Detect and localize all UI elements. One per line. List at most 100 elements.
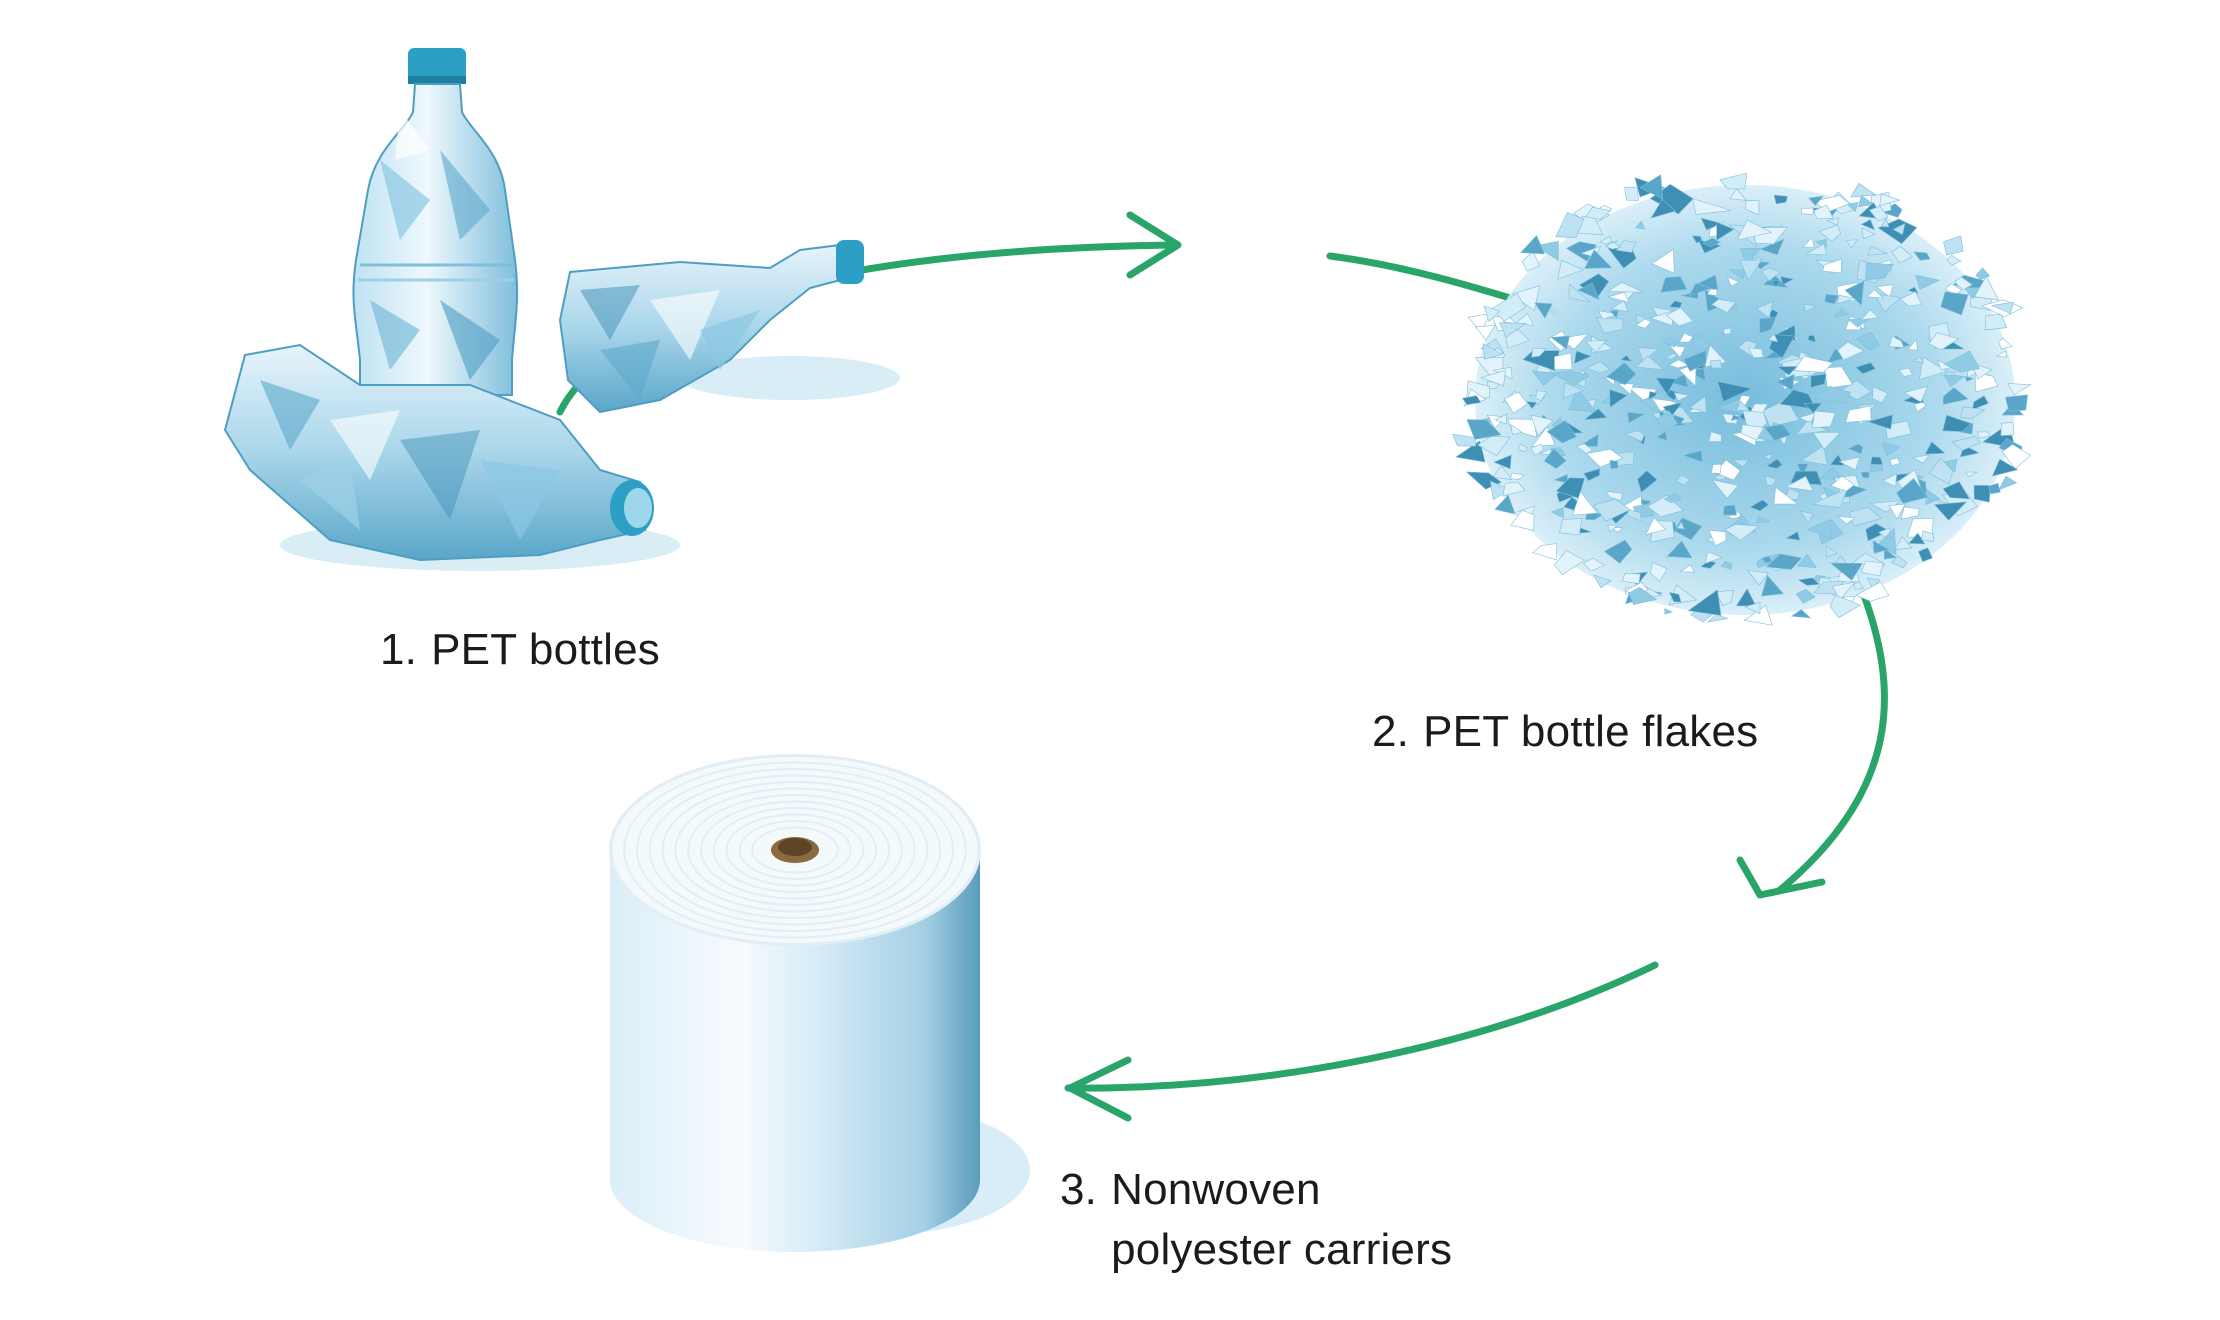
flake-piece	[1664, 608, 1674, 615]
flake-piece	[1720, 561, 1733, 570]
flake-piece	[1912, 454, 1931, 464]
flake-piece	[1837, 516, 1856, 525]
flake-piece	[1844, 280, 1865, 306]
flake-piece	[1847, 317, 1871, 328]
flake-piece	[1870, 456, 1883, 465]
flake-piece	[1722, 504, 1738, 516]
flake-piece	[1951, 436, 1982, 451]
roll-ring	[648, 774, 942, 926]
flake-piece	[1530, 414, 1554, 437]
flake-piece	[1780, 276, 1795, 286]
flake-piece	[1739, 259, 1762, 282]
flake-piece	[1819, 467, 1846, 480]
step-2-label: 2.PET bottle flakes	[1372, 702, 1758, 762]
flake-piece	[1553, 474, 1568, 484]
flake-piece	[1749, 499, 1769, 512]
pet-flakes-icon	[1452, 172, 2032, 626]
flake-piece	[1717, 381, 1753, 402]
step-2-number: 2.	[1372, 707, 1410, 756]
flake-piece	[1984, 314, 2008, 331]
roll-ring	[674, 787, 916, 913]
flake-piece	[1814, 385, 1852, 404]
flake-piece	[1846, 239, 1859, 249]
flake-piece	[1708, 431, 1722, 442]
flake-piece	[1573, 350, 1592, 364]
flake-piece	[1856, 331, 1880, 351]
flake-piece	[1554, 352, 1573, 370]
flake-piece	[1615, 240, 1637, 253]
flake-piece	[1898, 367, 1913, 377]
flake-piece	[1656, 410, 1678, 431]
flake-piece	[1491, 465, 1513, 480]
flake-piece	[1656, 431, 1668, 441]
step-1-label: 1.PET bottles	[380, 620, 660, 680]
flake-piece	[1728, 188, 1747, 201]
flake-piece	[1521, 251, 1541, 272]
flake-piece	[1455, 440, 1486, 463]
flake-piece	[1503, 391, 1528, 414]
flake-piece	[1942, 387, 1969, 405]
flake-piece	[1651, 248, 1675, 274]
flake-piece	[1664, 352, 1679, 360]
flake-piece	[1474, 324, 1496, 341]
flake-piece	[1824, 294, 1839, 305]
flake-piece	[1924, 441, 1946, 455]
flake-piece	[1881, 441, 1901, 457]
flake-piece	[1907, 338, 1918, 351]
flake-piece	[1691, 197, 1732, 215]
flake-piece	[2007, 383, 2032, 396]
flake-piece	[1583, 468, 1601, 482]
flake-piece	[1973, 484, 1991, 503]
flake-piece	[1499, 322, 1527, 338]
flake-piece	[1550, 507, 1564, 519]
flake-piece	[1688, 283, 1712, 297]
flake-piece	[1609, 459, 1619, 469]
flake-piece	[1628, 586, 1658, 605]
flake-piece	[1933, 501, 1968, 521]
flake-piece	[1943, 374, 1966, 388]
flake-piece	[1624, 186, 1639, 201]
flake-piece	[1873, 293, 1902, 313]
flake-piece	[1880, 217, 1890, 228]
flake-piece	[1607, 291, 1630, 303]
flake-piece	[1761, 555, 1773, 564]
flake-piece	[1678, 332, 1694, 343]
flake-piece	[1740, 424, 1765, 441]
flake-piece	[1765, 458, 1783, 469]
flake-piece	[1954, 276, 1973, 291]
flake-piece	[1691, 235, 1703, 244]
flake-piece	[1745, 200, 1760, 216]
flake-piece	[1822, 258, 1842, 274]
flake-piece	[1759, 316, 1777, 334]
flake-piece	[1773, 194, 1788, 205]
flake-piece	[1596, 317, 1624, 334]
flake-piece	[1763, 453, 1773, 461]
flake-piece	[1700, 560, 1717, 569]
roll-ring	[738, 820, 852, 880]
flake-piece	[1604, 241, 1622, 250]
flake-piece	[1836, 294, 1856, 305]
flake-piece	[1860, 309, 1879, 321]
flake-piece	[1673, 392, 1690, 402]
flake-piece	[1921, 530, 1934, 542]
flake-piece	[1810, 373, 1827, 388]
flake-piece	[1760, 267, 1781, 282]
flake-piece	[1803, 303, 1818, 312]
flake-piece	[1606, 282, 1644, 293]
flake-piece	[1776, 374, 1795, 391]
flake-piece	[1908, 532, 1926, 545]
flake-piece	[1624, 430, 1645, 442]
flake-piece	[1709, 359, 1723, 369]
flake-piece	[1943, 235, 1964, 256]
flake-piece	[1668, 344, 1686, 358]
flake-piece	[1764, 475, 1777, 487]
roll-ring	[751, 826, 839, 874]
flake-piece	[1865, 262, 1894, 281]
flake-piece	[1964, 471, 1979, 478]
flake-piece	[1550, 335, 1570, 350]
flake-piece	[1577, 282, 1600, 301]
flake-piece	[1808, 195, 1824, 206]
flake-piece	[1825, 544, 1839, 558]
flake-piece	[1795, 588, 1816, 604]
